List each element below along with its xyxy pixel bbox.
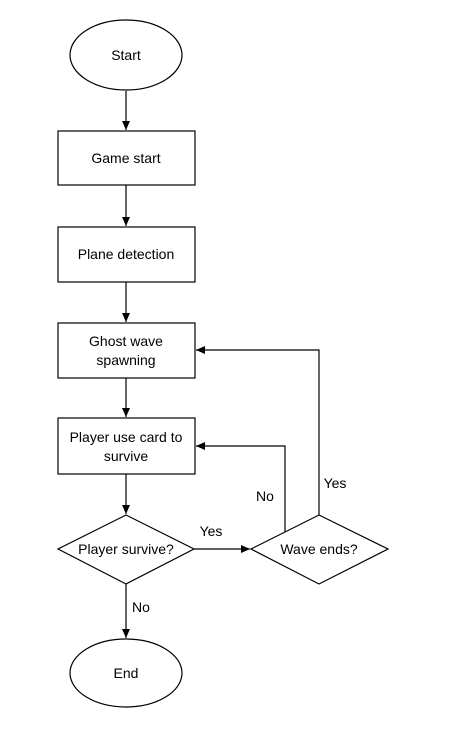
- edge-label-wave-no: No: [256, 488, 274, 504]
- player-survive-node: Player survive?: [56, 514, 196, 585]
- ghost-wave-node: Ghost wave spawning: [57, 322, 196, 379]
- edges: [122, 91, 320, 638]
- wave-ends-diamond: [249, 514, 390, 585]
- wave-ends-label: Wave ends?: [280, 541, 358, 557]
- player-survive-label: Player survive?: [78, 541, 174, 557]
- player-card-label-line2: survive: [104, 448, 149, 464]
- plane-detection-label: Plane detection: [78, 246, 175, 262]
- end-label: End: [114, 665, 139, 681]
- edge-label-wave-yes: Yes: [324, 475, 347, 491]
- plane-detection-node: Plane detection: [57, 226, 196, 283]
- end-ellipse: [69, 638, 183, 708]
- game-start-box: [57, 130, 196, 186]
- wave-ends-node: Wave ends?: [249, 514, 390, 585]
- game-start-label: Game start: [91, 150, 160, 166]
- end-node: End: [69, 638, 183, 708]
- player-card-box: [57, 417, 196, 475]
- start-label: Start: [111, 47, 141, 63]
- ghost-wave-box: [57, 322, 196, 379]
- player-card-label-line1: Player use card to: [70, 429, 183, 445]
- ghost-wave-label-line1: Ghost wave: [89, 333, 163, 349]
- edge-label-survive-yes: Yes: [200, 523, 223, 539]
- ghost-wave-label-line2: spawning: [96, 352, 155, 368]
- player-survive-diamond: [56, 514, 196, 585]
- player-card-node: Player use card to survive: [57, 417, 196, 475]
- start-ellipse: [69, 19, 183, 91]
- edge-wave-ends-no-to-player-card: [196, 442, 286, 532]
- edge-label-survive-no: No: [132, 599, 150, 615]
- game-start-node: Game start: [57, 130, 196, 186]
- plane-detection-box: [57, 226, 196, 283]
- start-node: Start: [69, 19, 183, 91]
- edge-wave-ends-yes-to-ghost-wave: [196, 346, 320, 515]
